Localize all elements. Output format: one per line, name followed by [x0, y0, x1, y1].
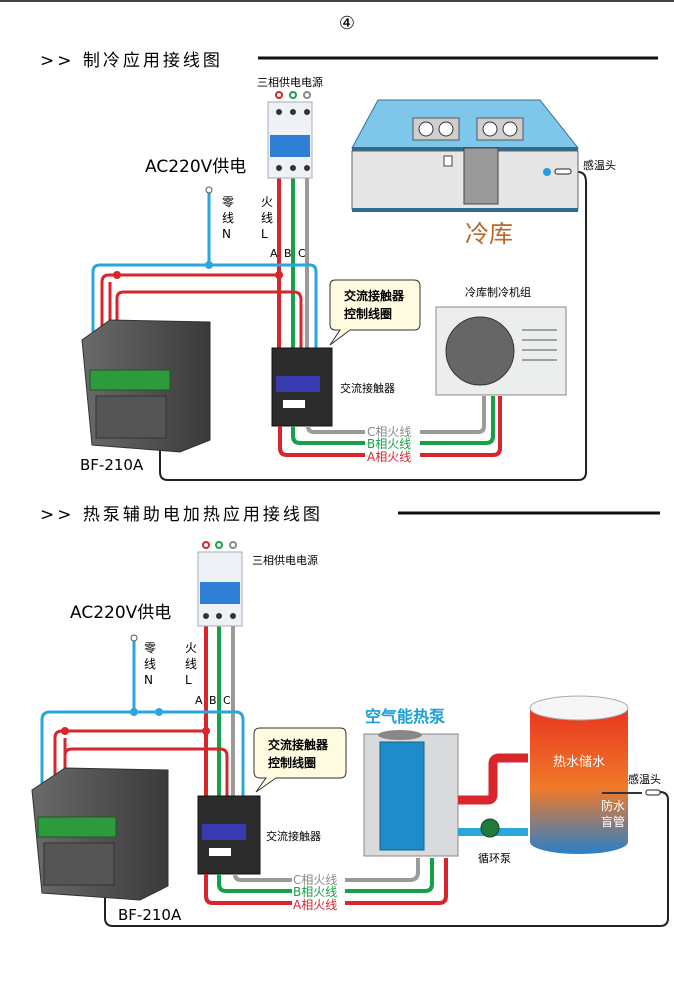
live-label-3: L — [261, 227, 268, 241]
coil-callout — [253, 727, 347, 793]
neutral-terminal — [205, 186, 213, 194]
callout-line-1: 交流接触器 — [268, 737, 329, 752]
contactor-label: 交流接触器 — [266, 829, 321, 843]
phase-c-line-label: C相火线 — [367, 425, 411, 439]
neutral-label-3: N — [144, 673, 153, 687]
phase-label-b: B — [284, 247, 292, 260]
neutral-label-3: N — [222, 227, 231, 241]
neutral-label-2: 线 — [222, 211, 234, 225]
phase-a-line-label: A相火线 — [367, 450, 411, 464]
phase-a-line-label: A相火线 — [293, 898, 337, 912]
heat-pump-label: 空气能热泵 — [365, 707, 445, 726]
live-label-2: 线 — [185, 657, 197, 671]
phase-label-a: A — [270, 247, 278, 260]
junction — [155, 708, 163, 716]
breaker-handles — [270, 135, 310, 157]
cold-room-door — [463, 147, 499, 205]
junction — [202, 727, 210, 735]
live-bus — [100, 273, 279, 378]
output-phase-b — [217, 858, 434, 893]
bf-210a-controller — [31, 767, 169, 901]
temperature-sensor-probe — [645, 789, 661, 796]
ac-contactor — [271, 347, 333, 427]
three-phase-breaker — [197, 541, 243, 627]
cold-room — [351, 99, 580, 212]
neutral-label-1: 零 — [222, 195, 234, 209]
sensor-label: 感温头 — [583, 159, 616, 172]
coil-wire — [63, 747, 229, 825]
controller-label: BF-210A — [118, 906, 182, 924]
phase-b-line-label: B相火线 — [293, 885, 337, 899]
cold-room-label: 冷库 — [465, 220, 513, 248]
output-phase-b — [291, 396, 495, 445]
hot-water-tank — [529, 695, 661, 854]
neutral-bus — [40, 710, 245, 825]
section-title: >> 制冷应用接线图 — [40, 51, 223, 71]
junction — [275, 271, 283, 279]
output-phase-c — [306, 396, 486, 434]
refrigeration-unit — [435, 306, 567, 396]
terminal-block — [37, 816, 117, 838]
phase-label-a: A — [195, 694, 203, 707]
sensor-label: 感温头 — [628, 773, 661, 786]
phase-b-line-label: B相火线 — [367, 437, 411, 451]
sensor-cable — [159, 171, 587, 481]
section-refrigeration: >> 制冷应用接线图 三相供电电源 AC220V供电 零 线 — [40, 51, 658, 481]
section-heat-pump: >> 热泵辅助电加热应用接线图 三相供电电源 AC220V供电 零 线 N 火 — [31, 505, 669, 927]
refrigeration-unit-label: 冷库制冷机组 — [465, 285, 531, 299]
phase-label-c: C — [298, 247, 306, 260]
door-panel — [443, 155, 453, 167]
tank-label: 热水储水 — [553, 755, 605, 770]
ac-supply-label: AC220V供电 — [145, 157, 246, 177]
hot-water-pipe — [458, 753, 528, 805]
junction — [113, 271, 121, 279]
contactor-label: 交流接触器 — [340, 381, 395, 395]
snowflake-icon — [543, 168, 551, 176]
sensor-cable — [104, 791, 669, 927]
blind-pipe-label-2: 盲管 — [601, 814, 625, 829]
temperature-sensor-probe — [554, 168, 572, 175]
circulation-pump-icon — [480, 818, 500, 838]
terminal-block — [89, 369, 171, 391]
power-source-label: 三相供电电源 — [257, 75, 323, 89]
cold-room-roof — [351, 99, 580, 149]
callout-line-2: 控制线圈 — [268, 755, 316, 770]
neutral-label-2: 线 — [144, 657, 156, 671]
junction — [205, 261, 213, 269]
coil-wire — [115, 290, 303, 378]
coil-callout — [329, 279, 421, 346]
output-phase-c — [233, 858, 420, 882]
callout-line-1: 交流接触器 — [344, 288, 405, 303]
live-label-2: 线 — [261, 211, 273, 225]
junction — [130, 708, 138, 716]
phase-c-line-label: C相火线 — [293, 873, 337, 887]
ac-contactor — [197, 795, 261, 875]
power-source-label: 三相供电电源 — [252, 553, 318, 567]
section-title: >> 热泵辅助电加热应用接线图 — [40, 505, 323, 525]
three-phase-breaker — [267, 91, 313, 179]
output-phase-a — [204, 858, 448, 905]
controller-label: BF-210A — [80, 456, 144, 474]
pump-label: 循环泵 — [478, 852, 511, 865]
page-number: ④ — [339, 13, 355, 34]
phase-label-c: C — [223, 694, 231, 707]
ac-supply-label: AC220V供电 — [70, 603, 171, 623]
neutral-label-1: 零 — [144, 641, 156, 655]
neutral-terminal — [130, 634, 138, 642]
live-label-3: L — [185, 673, 192, 687]
live-label-1: 火 — [261, 195, 273, 209]
blind-pipe-label-1: 防水 — [601, 798, 625, 813]
live-label-1: 火 — [185, 641, 197, 655]
bf-210a-controller — [81, 319, 211, 453]
junction — [61, 727, 69, 735]
air-source-heat-pump — [363, 730, 459, 857]
callout-line-2: 控制线圈 — [344, 306, 392, 321]
phase-label-b: B — [209, 694, 217, 707]
output-phase-a — [278, 396, 502, 457]
